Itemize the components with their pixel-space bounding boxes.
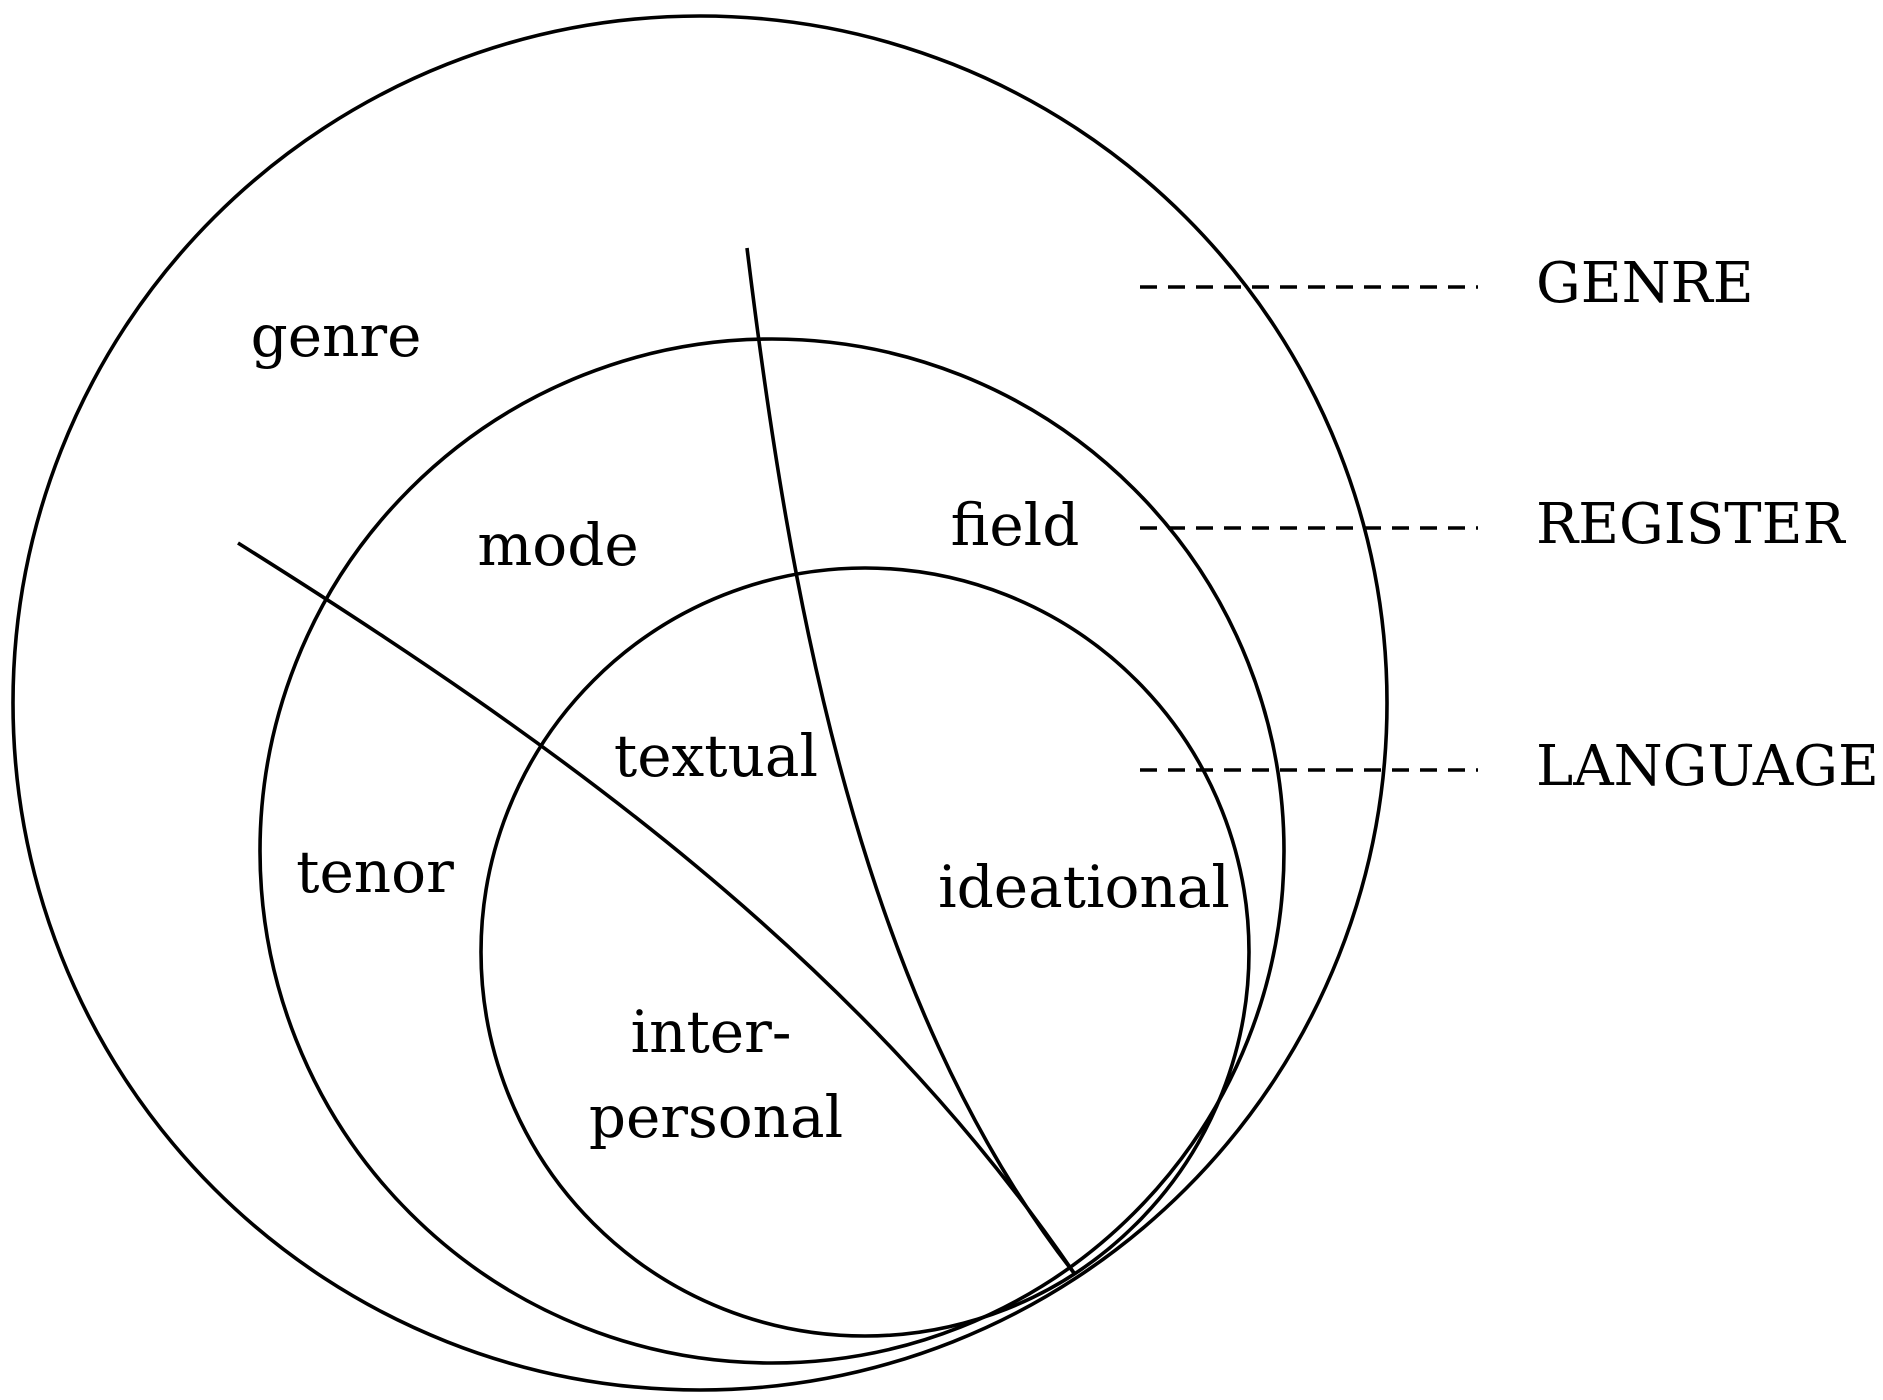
genre-region-label: genre	[251, 302, 422, 370]
field-region-label: field	[951, 491, 1080, 559]
tenor-mode-divider	[237, 541, 1076, 1275]
language-circle	[479, 566, 1251, 1338]
register-level-label: REGISTER	[1536, 492, 1846, 557]
language-level-label: LANGUAGE	[1536, 734, 1879, 799]
interpersonal-region-label-line1: inter-	[631, 998, 792, 1066]
genre-level-label: GENRE	[1536, 251, 1754, 316]
tenor-region-label: tenor	[296, 838, 454, 906]
register-circle	[258, 337, 1286, 1365]
genre-circle	[11, 14, 1389, 1392]
mode-field-divider	[745, 247, 1076, 1275]
mode-region-label: mode	[477, 511, 638, 579]
textual-region-label: textual	[614, 722, 818, 790]
ideational-region-label: ideational	[938, 853, 1230, 921]
interpersonal-region-label-line2: personal	[589, 1083, 843, 1151]
